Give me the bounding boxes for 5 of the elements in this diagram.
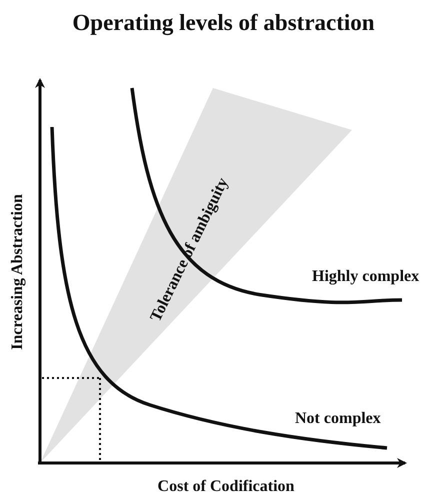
axis-label: Cost of Codification — [158, 478, 294, 496]
curve-label: Highly complex — [312, 268, 420, 286]
curve-label: Not complex — [295, 410, 381, 428]
title: Operating levels of abstraction — [71, 10, 376, 36]
axis-label: Increasing Abstraction — [9, 194, 27, 350]
